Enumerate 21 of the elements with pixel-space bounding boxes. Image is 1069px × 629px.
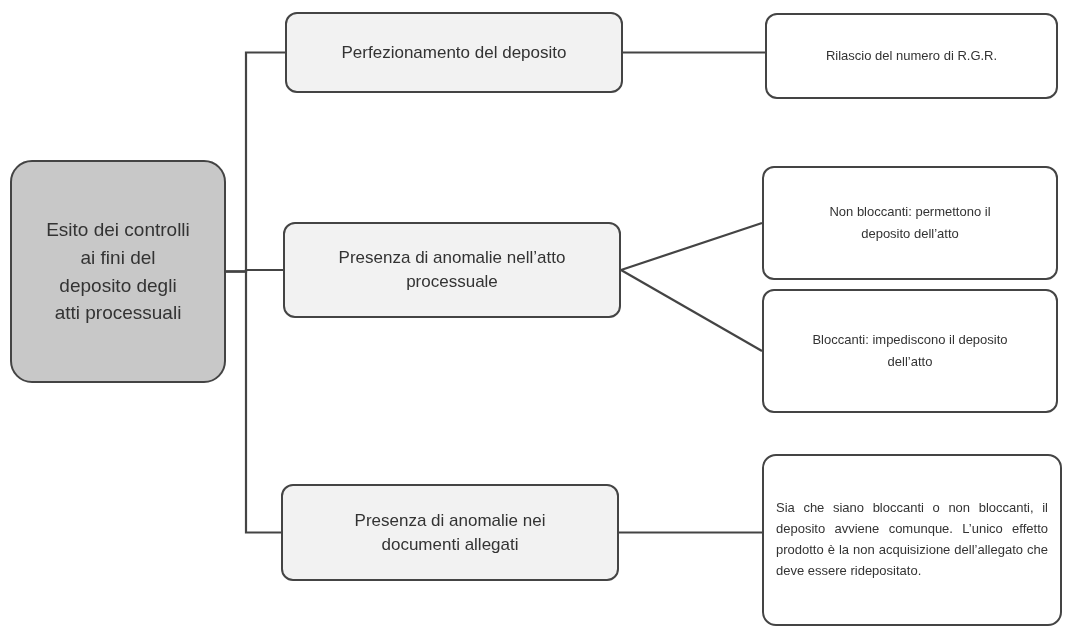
note-box	[762, 454, 1062, 626]
box-text: Perfezionamento del deposito	[341, 41, 567, 64]
box-text: Sia che siano bloccanti o non bloccanti, il deposito avviene comunque. L’unico effetto prodotto è la non acquisizione dell’allegato che deve essere ridepositato.	[776, 499, 1048, 580]
category-box	[285, 12, 623, 93]
connector-line	[620, 269, 763, 352]
outcome-box	[765, 13, 1058, 99]
connector-line	[620, 221, 763, 272]
category-box	[283, 222, 621, 318]
box-text: Rilascio del numero di R.G.R.	[825, 46, 998, 65]
box-text: Presenza di anomalie nell’atto processuale	[337, 247, 567, 293]
root-box	[10, 160, 226, 383]
box-text: Esito dei controlli ai fini del deposito degli atti processuali	[46, 218, 190, 326]
outcome-box	[762, 289, 1058, 413]
connector-line	[226, 270, 281, 534]
connector-line	[623, 51, 765, 54]
box-text: Bloccanti: impediscono il deposito dell’atto	[811, 330, 1009, 371]
box-text: Presenza di anomalie nei documenti allegati	[353, 509, 547, 556]
category-box	[281, 484, 619, 581]
connector-line	[619, 531, 762, 534]
box-text: Non bloccanti: permettono il deposito dell’atto	[828, 202, 992, 243]
outcome-box	[762, 166, 1058, 280]
